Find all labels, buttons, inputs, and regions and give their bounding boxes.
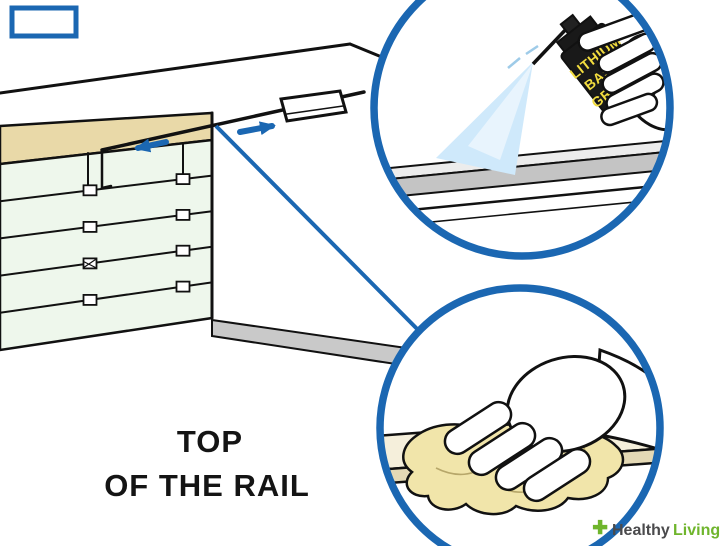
hinge-bracket	[82, 184, 98, 197]
hinge-bracket	[175, 280, 191, 293]
wiping-hand-finger	[467, 421, 537, 477]
hinge-brackets	[82, 173, 191, 306]
wiping-hand-finger	[443, 400, 513, 456]
inset-spray-border	[370, 0, 674, 260]
hinge-bracket	[175, 244, 191, 257]
spray-cone	[436, 62, 533, 175]
inset-wipe-border	[376, 284, 664, 546]
rail-bracket-foot	[100, 184, 113, 190]
spray-straw	[531, 23, 572, 66]
opener-unit-detail	[286, 105, 344, 115]
rail-closeup-face	[376, 149, 668, 201]
garage-scene	[0, 5, 449, 374]
brand-plus-icon	[592, 519, 608, 535]
arrow-right	[237, 121, 276, 136]
hinge-bracket	[175, 208, 191, 221]
wiping-hand-finger	[522, 447, 592, 503]
wiping-hand-fingers	[443, 400, 592, 503]
hinge-bracket	[82, 220, 98, 233]
hinge-bracket	[175, 173, 191, 186]
rail-closeup-lower-edge	[376, 182, 668, 216]
brand-name-healthy: Healthy	[612, 522, 670, 539]
arrow-left	[134, 138, 169, 153]
holding-hand-thumb	[600, 92, 659, 127]
caption-line-1: TOP	[177, 424, 243, 459]
spray-tick	[525, 44, 539, 56]
hatch-line	[83, 258, 97, 268]
brand-logo: Healthy Living	[592, 519, 720, 539]
opener-unit	[279, 89, 348, 123]
caption-line-2: OF THE RAIL	[104, 468, 310, 503]
inset-spray: LITHIUM BASED GREASE	[370, 0, 674, 260]
hinge-bracket	[82, 293, 98, 306]
ceiling-edge-line	[0, 42, 352, 95]
inset-spray-content: LITHIUM BASED GREASE	[376, 12, 668, 229]
hatch-line	[83, 261, 97, 269]
corner-box	[9, 5, 79, 39]
holding-hand-fingers	[577, 12, 665, 127]
pointer-line	[214, 124, 435, 347]
spray-tick	[507, 57, 521, 69]
inset-wipe	[376, 284, 664, 546]
brand-name-living: Living	[673, 522, 720, 539]
rail-closeup-top	[376, 138, 668, 183]
inset-wipe-content	[382, 347, 658, 516]
ceiling-corner-line	[348, 42, 386, 60]
spray-cone-highlight	[468, 63, 533, 160]
